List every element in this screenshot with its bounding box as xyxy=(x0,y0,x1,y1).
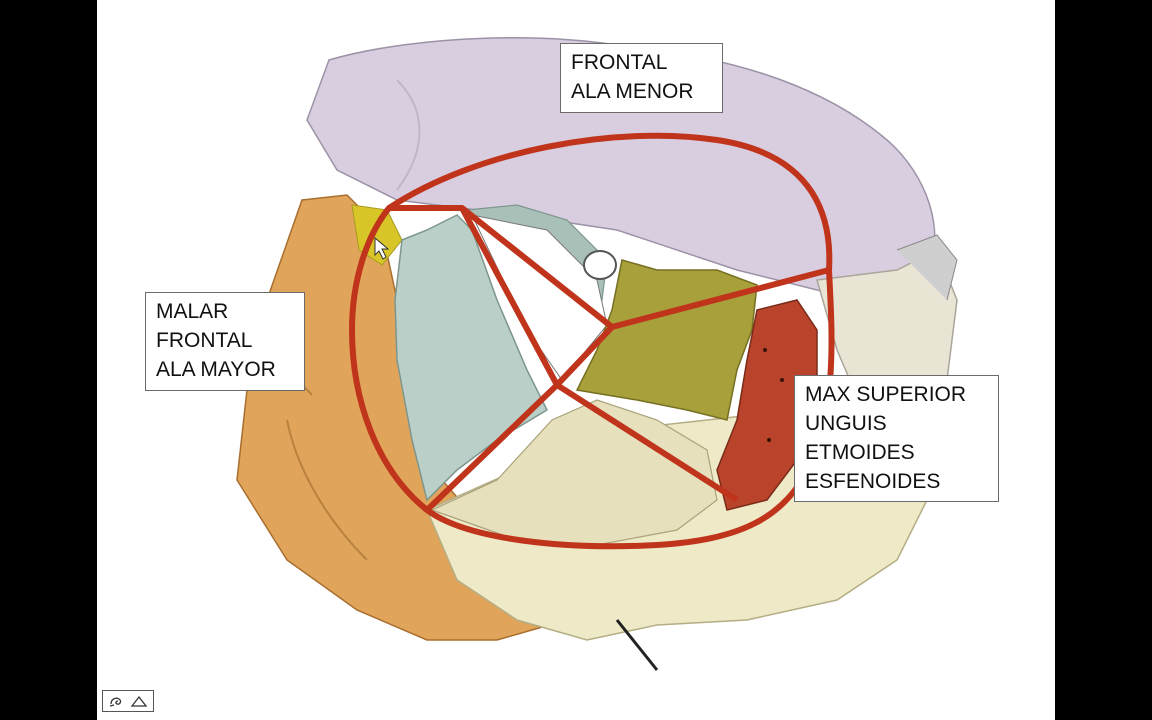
label-line: ALA MAYOR xyxy=(156,358,276,381)
slideshow-menu-icon[interactable] xyxy=(130,694,148,708)
label-line: MALAR xyxy=(156,300,229,323)
label-max-superior-group: MAX SUPERIOR UNGUIS ETMOIDES ESFENOIDES xyxy=(794,375,999,502)
label-line: FRONTAL xyxy=(156,329,253,352)
label-line: UNGUIS xyxy=(805,412,887,435)
slideshow-controls[interactable] xyxy=(102,690,154,712)
slideshow-pen-icon[interactable] xyxy=(108,694,126,708)
unguis-bone-region xyxy=(716,299,818,511)
label-malar-frontal-ala-mayor: MALAR FRONTAL ALA MAYOR xyxy=(145,292,305,391)
orbit-illustration xyxy=(236,37,958,671)
orbit-outline xyxy=(349,132,835,550)
label-frontal-ala-menor: FRONTAL ALA MENOR xyxy=(560,43,723,113)
label-line: ETMOIDES xyxy=(805,441,915,464)
label-line: ALA MENOR xyxy=(571,80,694,103)
slide: FRONTAL ALA MENOR MALAR FRONTAL ALA MAYO… xyxy=(97,0,1055,720)
label-line: ESFENOIDES xyxy=(805,470,941,493)
label-line: FRONTAL xyxy=(571,51,668,74)
label-line: MAX SUPERIOR xyxy=(805,383,967,406)
